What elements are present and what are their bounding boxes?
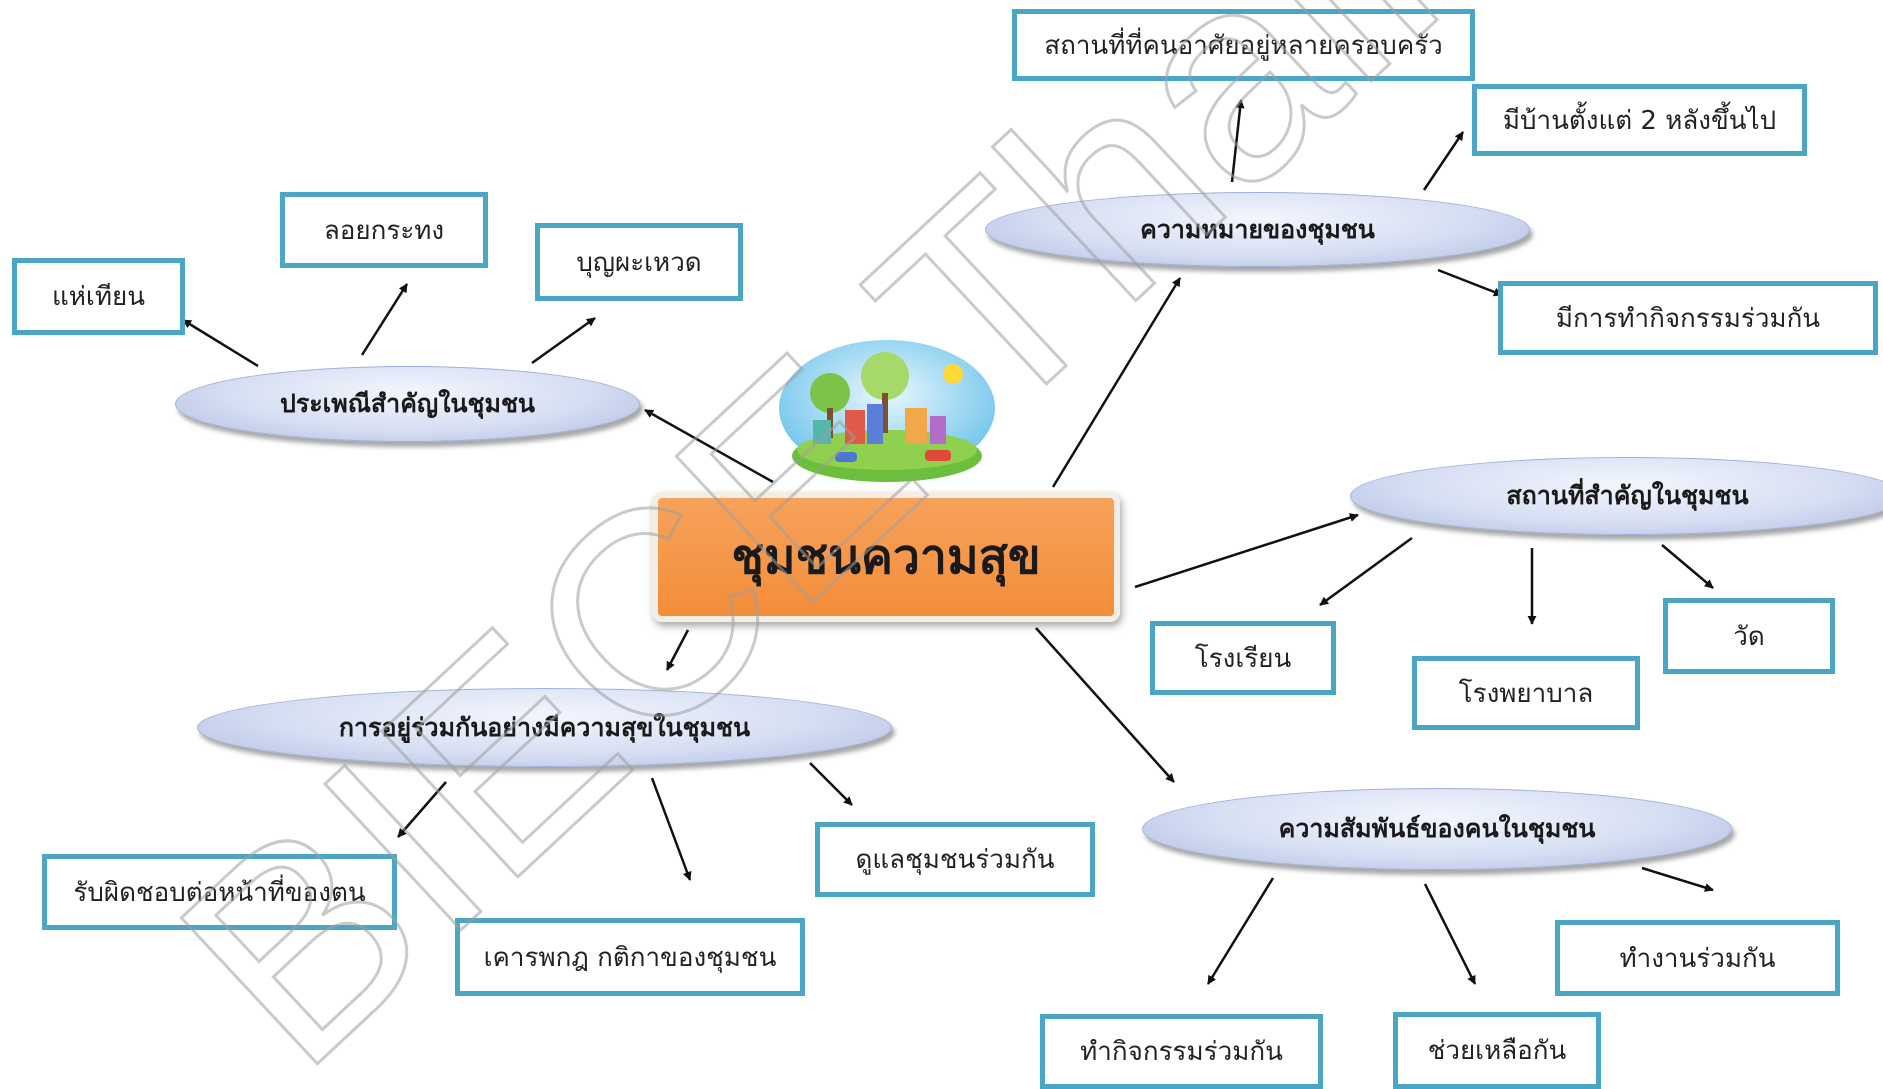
arrow-living-responsibility	[397, 781, 447, 838]
box-tradition-bunphawet: บุญผะเหวด	[535, 223, 743, 301]
box-meaning-houses: มีบ้านตั้งแต่ 2 หลังขึ้นไป	[1472, 84, 1807, 156]
arrow-meaning-activities	[1437, 268, 1503, 297]
arrow-relations-helping	[1423, 883, 1477, 985]
arrow-meaning-houses	[1422, 131, 1465, 191]
arrow-relations-working	[1641, 866, 1714, 892]
topic-traditions: ประเพณีสำคัญในชุมชน	[175, 366, 640, 442]
box-meaning-activities: มีการทำกิจกรรมร่วมกัน	[1498, 281, 1878, 355]
arrow-center-relations	[1035, 627, 1175, 783]
arrow-center-meaning	[1051, 277, 1182, 488]
arrow-center-places	[1134, 513, 1359, 589]
arrow-places-temple	[1661, 544, 1714, 589]
box-relation-working: ทำงานร่วมกัน	[1555, 920, 1840, 996]
box-place-school: โรงเรียน	[1150, 621, 1336, 695]
arrow-traditions-loykrathong	[360, 283, 409, 356]
arrow-places-school	[1319, 536, 1413, 607]
box-living-care: ดูแลชุมชนร่วมกัน	[815, 822, 1095, 897]
box-living-responsibility: รับผิดชอบต่อหน้าที่ของตน	[42, 854, 397, 930]
box-tradition-loykrathong: ลอยกระทง	[280, 192, 488, 268]
arrow-center-traditions	[644, 408, 774, 484]
central-topic: ชุมชนความสุข	[652, 492, 1120, 622]
arrow-traditions-bunphawet	[531, 316, 596, 365]
box-tradition-candle: แห่เทียน	[12, 258, 185, 335]
box-place-hospital: โรงพยาบาล	[1412, 656, 1640, 730]
arrow-traditions-candle	[182, 318, 259, 368]
arrow-relations-activities	[1206, 877, 1275, 985]
topic-relations: ความสัมพันธ์ของคนในชุมชน	[1142, 788, 1732, 870]
box-living-rules: เคารพกฎ กติกาของชุมชน	[455, 918, 805, 996]
box-meaning-households: สถานที่ที่คนอาศัยอยู่หลายครอบครัว	[1012, 9, 1475, 81]
arrow-center-living	[665, 629, 690, 671]
box-relation-helping: ช่วยเหลือกัน	[1393, 1012, 1601, 1089]
topic-meaning: ความหมายของชุมชน	[985, 192, 1530, 267]
arrow-living-rules	[650, 777, 692, 881]
arrow-meaning-households	[1230, 99, 1245, 183]
topic-living: การอยู่ร่วมกันอย่างมีความสุขในชุมชน	[197, 688, 892, 767]
arrow-living-care	[809, 762, 853, 806]
topic-places: สถานที่สำคัญในชุมชน	[1350, 457, 1883, 535]
box-relation-activities: ทำกิจกรรมร่วมกัน	[1040, 1014, 1323, 1089]
box-place-temple: วัด	[1663, 598, 1835, 674]
community-illustration	[779, 340, 995, 482]
